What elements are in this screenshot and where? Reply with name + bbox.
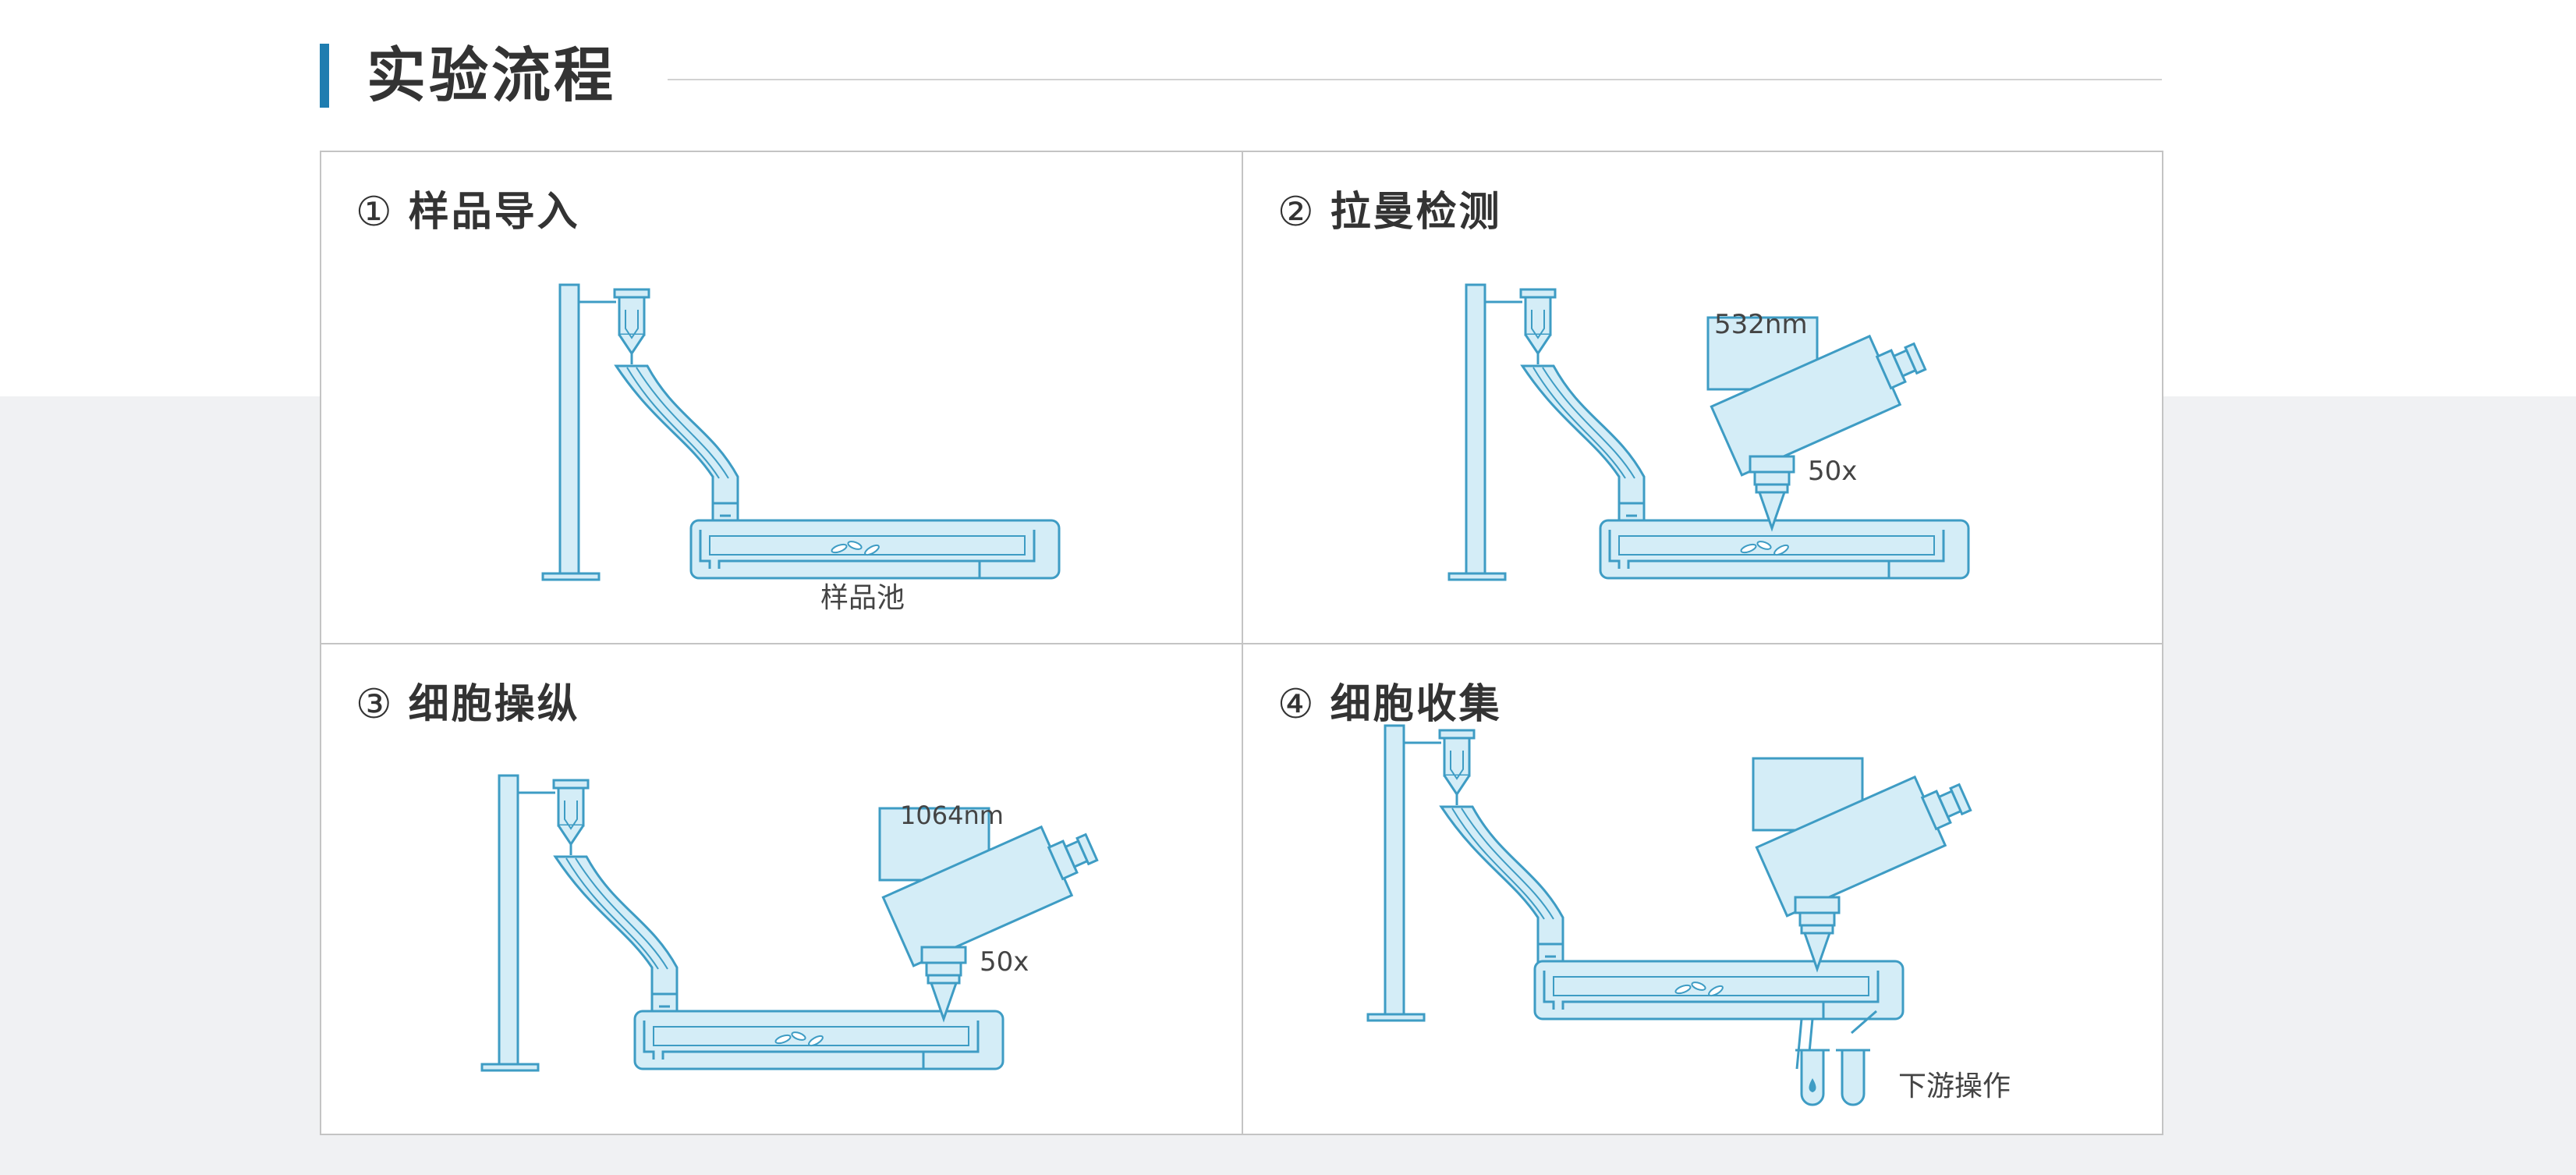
step-3-number: ③ <box>356 681 395 728</box>
microfluidic-chip-icon <box>1533 960 1905 1021</box>
step-3-panel: ③ 细胞操纵 1064nm 50x <box>321 644 1242 1135</box>
workflow-grid: ① 样品导入 样品池 ② 拉曼检测 532nm 50x ③ 细胞操纵 1064nm 5… <box>320 151 2163 1135</box>
downstream-label: 下游操作 <box>1898 1070 2011 1102</box>
step-4-panel: ④ 细胞收集 下游操作 <box>1243 644 2163 1135</box>
title-divider <box>668 79 2162 80</box>
sample-loading-illustration: 样品池 <box>541 283 1061 614</box>
page-title: 实验流程 <box>367 41 616 110</box>
wavelength-label: 1064nm <box>900 800 1004 830</box>
step-4-title: ④ 细胞收集 <box>1277 677 1502 732</box>
step-4-label: 细胞收集 <box>1330 681 1502 728</box>
cell-collection-illustration: 下游操作 <box>1366 724 2011 1106</box>
step-2-label: 拉曼检测 <box>1330 189 1502 236</box>
magnification-label: 50x <box>980 946 1029 978</box>
microscope-icon <box>878 807 1107 1021</box>
step-1-label: 样品导入 <box>408 189 580 236</box>
magnification-label: 50x <box>1808 456 1857 487</box>
step-1-panel: ① 样品导入 样品池 <box>321 152 1242 643</box>
grid-divider-horizontal <box>321 643 2162 644</box>
collection-tubes-icon <box>1795 1010 1877 1106</box>
step-2-title: ② 拉曼检测 <box>1277 185 1502 240</box>
step-1-title: ① 样品导入 <box>356 185 580 240</box>
step-3-label: 细胞操纵 <box>408 681 580 728</box>
wavelength-label: 532nm <box>1714 309 1808 340</box>
microfluidic-chip-icon <box>1599 519 1970 580</box>
pool-label: 样品池 <box>820 582 905 614</box>
step-4-number: ④ <box>1277 681 1316 728</box>
microscope-icon <box>1706 316 1936 530</box>
step-2-panel: ② 拉曼检测 532nm 50x <box>1243 152 2163 643</box>
step-1-number: ① <box>356 189 395 236</box>
microscope-icon <box>1752 757 1981 971</box>
cell-manipulation-illustration: 1064nm 50x <box>480 774 1107 1072</box>
microfluidic-chip-icon <box>633 1010 1005 1070</box>
title-accent-bar <box>320 44 329 108</box>
step-3-title: ③ 细胞操纵 <box>356 677 580 732</box>
step-2-number: ② <box>1277 189 1316 236</box>
microfluidic-chip-icon <box>689 519 1061 580</box>
raman-detection-illustration: 532nm 50x <box>1447 283 1970 581</box>
